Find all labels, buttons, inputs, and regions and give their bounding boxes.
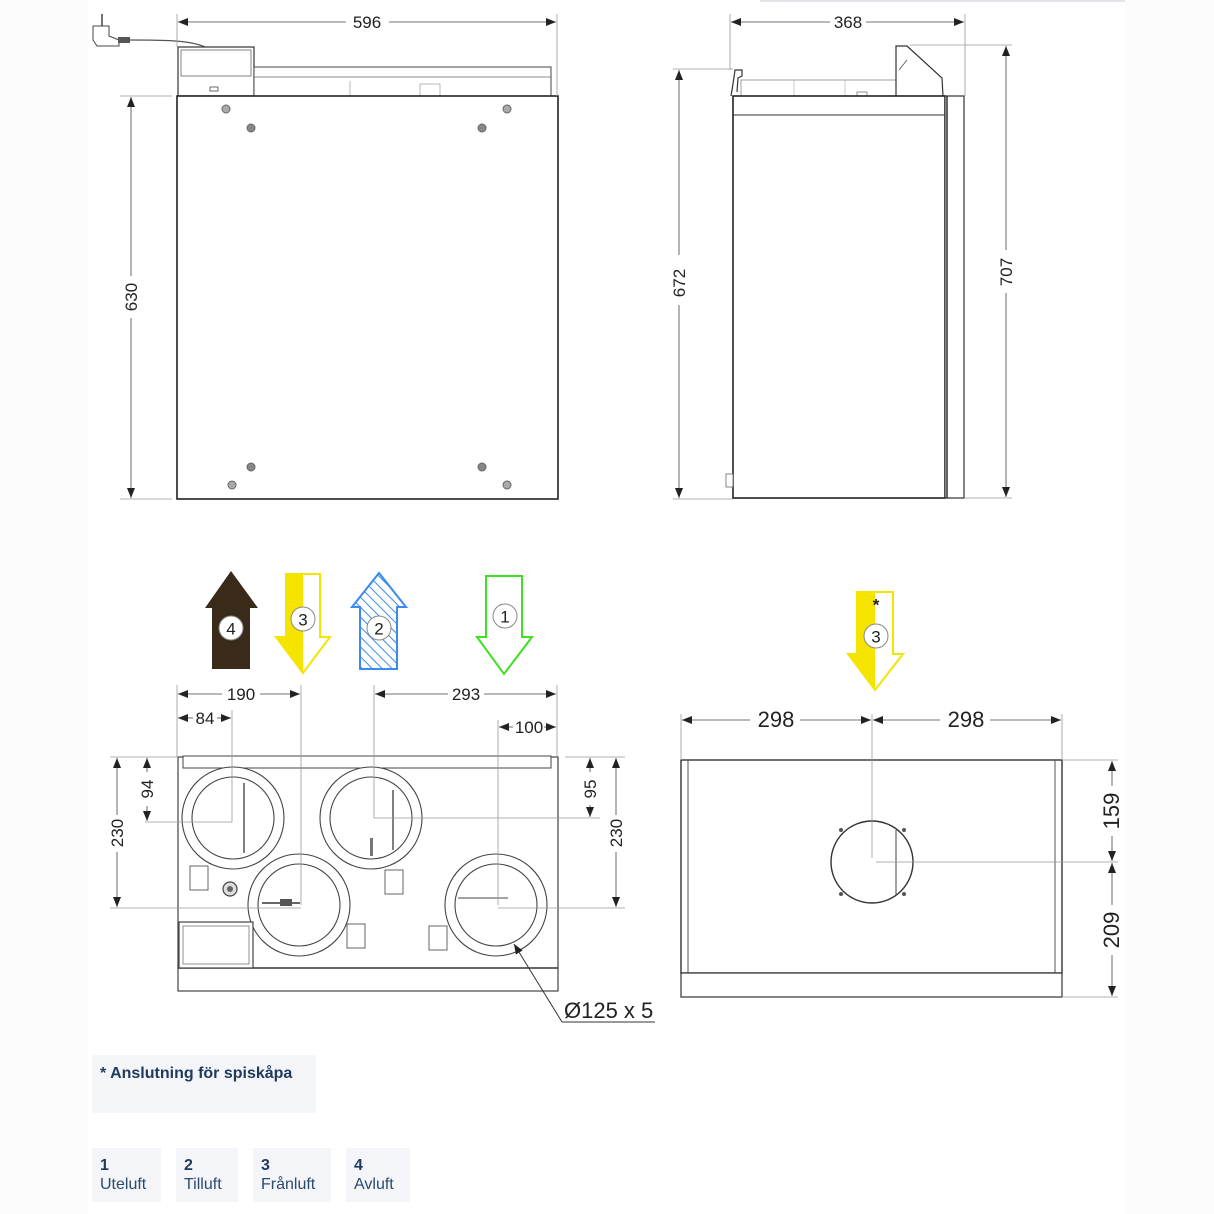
dim-293: 293 <box>452 685 480 704</box>
dim-95: 95 <box>581 780 600 799</box>
airflow-arrow-3: 3 <box>274 573 332 675</box>
technical-drawing: 596 630 368 672 <box>92 13 1124 1023</box>
arrow-2-number: 2 <box>374 620 383 639</box>
dim-94: 94 <box>138 780 157 799</box>
hood-connection-note: * Anslutning för spiskåpa <box>92 1055 316 1113</box>
dim-100: 100 <box>515 718 543 737</box>
dim-height-672: 672 <box>670 269 689 297</box>
dim-height-707: 707 <box>997 258 1016 286</box>
front-view: 596 630 <box>92 13 559 500</box>
dim-230-right: 230 <box>607 819 626 847</box>
legend-item-franluft: 3 Frånluft <box>253 1148 331 1202</box>
legend-label: Avluft <box>354 1176 394 1193</box>
arrow-4-number: 4 <box>226 620 235 639</box>
legend-num: 1 <box>100 1157 109 1174</box>
arrow-3-number: 3 <box>298 611 307 630</box>
legend-num: 2 <box>184 1157 193 1174</box>
legend-item-tilluft: 2 Tilluft <box>176 1148 238 1202</box>
airflow-arrow-2: 2 <box>349 571 409 670</box>
dim-298-right: 298 <box>948 707 985 732</box>
legend-label: Tilluft <box>184 1176 222 1193</box>
side-view: 368 672 707 <box>670 13 1016 500</box>
power-plug-icon <box>92 14 206 48</box>
airflow-arrow-4: 4 <box>205 571 258 669</box>
dim-190: 190 <box>227 685 255 704</box>
hood-arrow-number: 3 <box>871 628 880 647</box>
airflow-arrow-3-hood: * 3 <box>846 591 906 692</box>
dim-209: 209 <box>1099 912 1124 949</box>
airflow-arrow-1: 1 <box>475 575 535 676</box>
hood-asterisk: * <box>873 596 880 615</box>
legend-label: Uteluft <box>100 1176 147 1193</box>
top-view: 190 84 293 100 94 230 95 230 Ø125 x 5 <box>108 685 655 1023</box>
unit-front-panel <box>176 95 559 500</box>
legend-num: 4 <box>354 1157 363 1174</box>
duct-diameter-label: Ø125 x 5 <box>564 998 653 1023</box>
legend-item-avluft: 4 Avluft <box>346 1148 410 1202</box>
top-divider <box>760 0 1125 2</box>
unit-side-panel <box>732 95 946 499</box>
legend-item-uteluft: 1 Uteluft <box>92 1148 161 1202</box>
arrow-1-number: 1 <box>500 608 509 627</box>
dim-230-left: 230 <box>108 819 127 847</box>
airflow-legend: 1 Uteluft 2 Tilluft 3 Frånluft 4 Avluft <box>92 1148 410 1202</box>
dim-84: 84 <box>196 709 215 728</box>
dim-width-596: 596 <box>353 13 381 32</box>
legend-label: Frånluft <box>261 1176 316 1193</box>
legend-num: 3 <box>261 1157 270 1174</box>
dim-298-left: 298 <box>758 707 795 732</box>
note-text: * Anslutning för spiskåpa <box>100 1065 293 1082</box>
dim-height-630: 630 <box>122 283 141 311</box>
dim-depth-368: 368 <box>834 13 862 32</box>
dim-159: 159 <box>1099 793 1124 830</box>
hood-view: * 3 298 298 159 <box>680 591 1124 998</box>
